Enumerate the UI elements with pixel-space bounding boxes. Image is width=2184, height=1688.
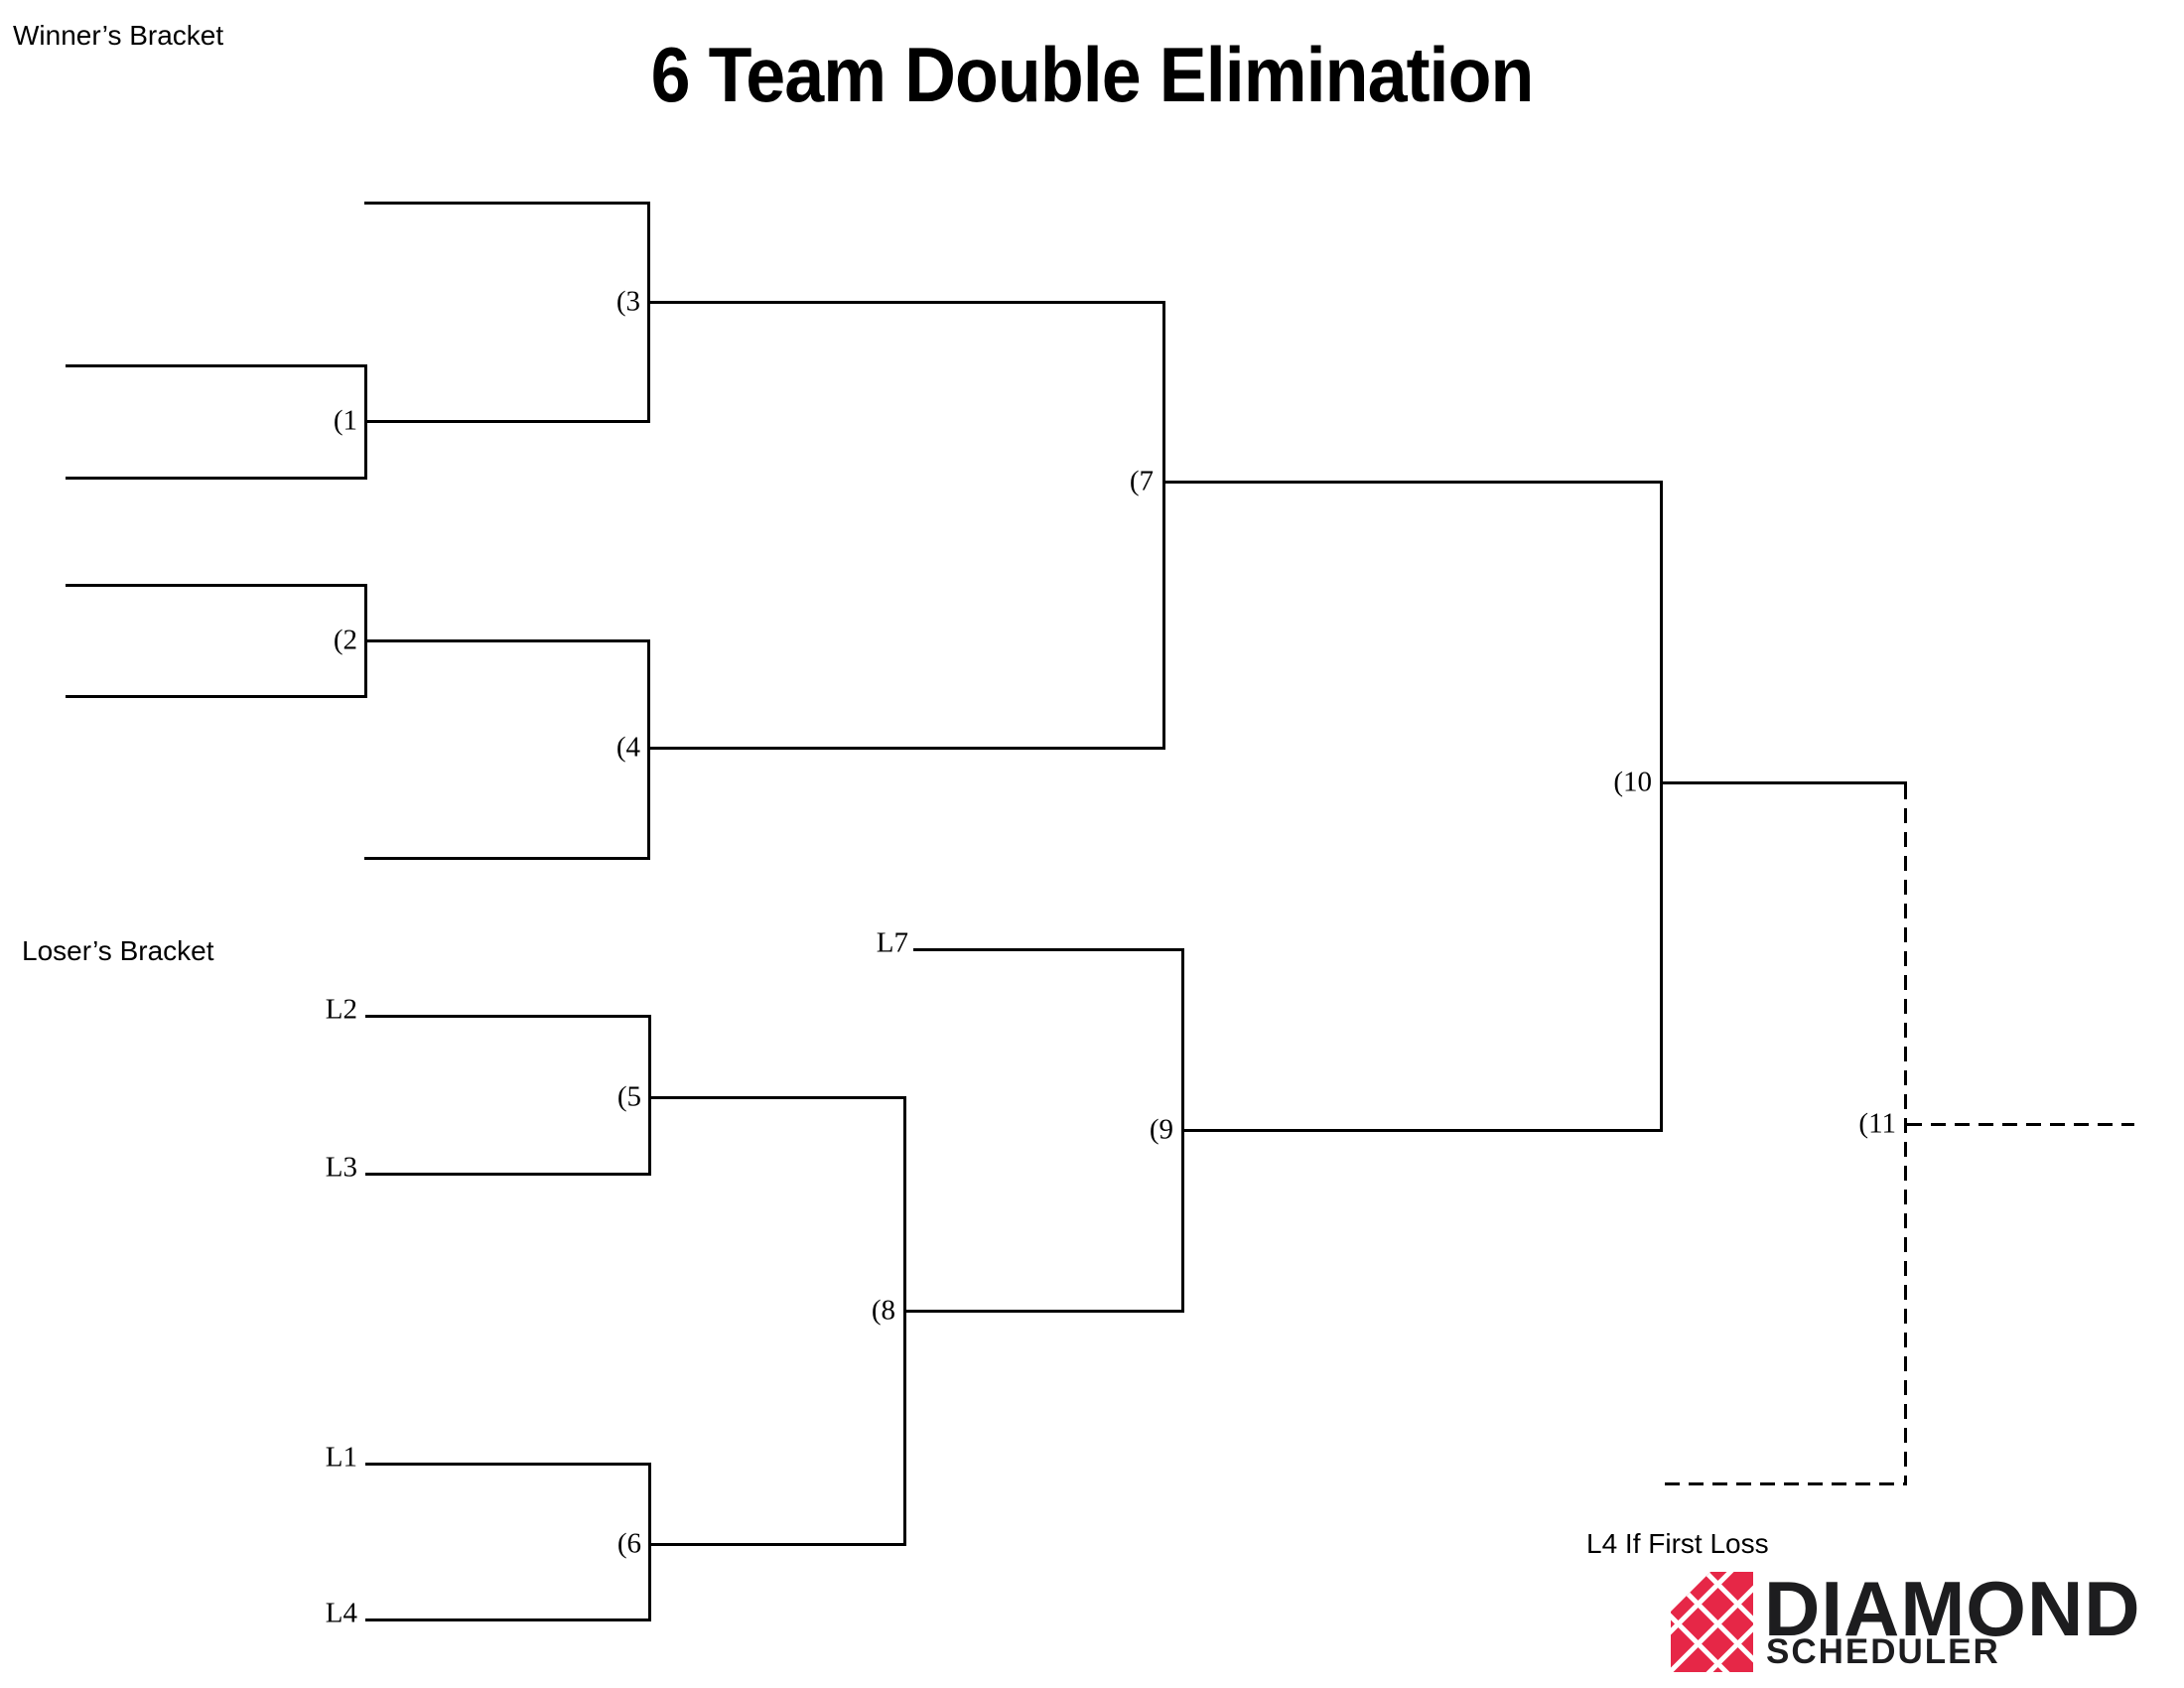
- game-10-bracket-vertical: [1660, 481, 1663, 1132]
- game-5-label: (5: [616, 1080, 641, 1113]
- game-8-bracket-vertical: [903, 1096, 906, 1546]
- losers-bracket-label: Loser’s Bracket: [22, 935, 214, 966]
- game-6-label: (6: [616, 1527, 641, 1560]
- game-9-label: (9: [1149, 1113, 1173, 1146]
- game-3-top-team-line: [364, 202, 650, 205]
- game-2-bottom-team-line: [66, 695, 364, 698]
- game-10-label: (10: [1613, 766, 1652, 798]
- game-1-label: (1: [333, 404, 357, 437]
- slot-L4-line: [365, 1618, 651, 1621]
- loser-slot-L2-label: L2: [325, 993, 357, 1026]
- game-8-label: (8: [871, 1294, 895, 1327]
- loser-slot-L7-label: L7: [876, 926, 908, 959]
- if-first-loss-note: L4 If First Loss: [1586, 1528, 1769, 1559]
- loser-slot-L3-label: L3: [325, 1151, 357, 1184]
- game-5-winner-line: [648, 1096, 906, 1099]
- game-2-label: (2: [333, 624, 357, 656]
- game-6-bracket-vertical: [648, 1463, 651, 1621]
- loser-slot-L4-label: L4: [325, 1597, 357, 1629]
- game-11-bracket-vertical-dashed: [1904, 784, 1907, 1485]
- slot-L7-line: [913, 948, 1184, 951]
- game-7-label: (7: [1129, 465, 1154, 497]
- game-11-label: (11: [1858, 1107, 1896, 1140]
- game-3-bracket-vertical: [647, 202, 650, 423]
- game-4-winner-line: [647, 747, 1165, 750]
- game-2-winner-line: [364, 639, 650, 642]
- logo-subbrand-text: SCHEDULER: [1766, 1632, 2000, 1671]
- game-7-bracket-vertical: [1162, 301, 1165, 750]
- game-1-winner-line: [364, 420, 650, 423]
- game-11-winner-line-dashed: [1907, 1123, 2134, 1126]
- slot-L1-line: [365, 1463, 651, 1466]
- game-4-bracket-vertical: [647, 639, 650, 860]
- game-8-winner-line: [903, 1310, 1184, 1313]
- winners-bracket-label: Winner’s Bracket: [13, 20, 224, 51]
- game-4-bottom-team-line: [364, 857, 650, 860]
- game-1-top-team-line: [66, 364, 364, 367]
- slot-L2-line: [365, 1015, 651, 1018]
- game-3-winner-line: [647, 301, 1165, 304]
- game-2-top-team-line: [66, 584, 364, 587]
- game-10-winner-line: [1660, 781, 1907, 784]
- loser-slot-L1-label: L1: [325, 1441, 357, 1474]
- game-9-winner-line: [1181, 1129, 1663, 1132]
- page-title-wrap: 6 Team Double Elimination: [0, 30, 2184, 120]
- slot-L3-line: [365, 1173, 651, 1176]
- game-3-label: (3: [615, 285, 640, 318]
- diamond-scheduler-logo: DIAMOND SCHEDULER: [1671, 1565, 2177, 1681]
- game-4-label: (4: [615, 731, 640, 764]
- game-5-bracket-vertical: [648, 1015, 651, 1176]
- logo-brand-text: DIAMOND: [1764, 1565, 2141, 1652]
- game-1-bottom-team-line: [66, 477, 364, 480]
- game-11-loser-return-line-dashed: [1665, 1482, 1904, 1485]
- game-7-winner-line: [1162, 481, 1663, 484]
- game-6-winner-line: [648, 1543, 906, 1546]
- diamond-lattice-icon: [1671, 1572, 1753, 1672]
- page-title: 6 Team Double Elimination: [650, 31, 1535, 118]
